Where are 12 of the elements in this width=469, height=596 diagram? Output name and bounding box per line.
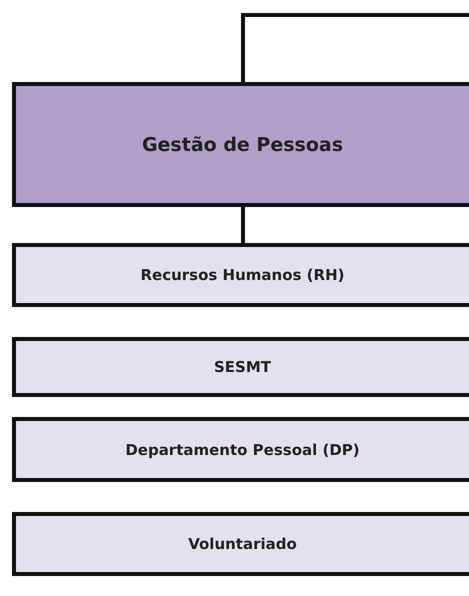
department-box [12, 512, 469, 576]
box-label: Voluntariado [188, 535, 297, 553]
connector-line [241, 207, 245, 243]
department-box [12, 417, 469, 482]
box-label: Recursos Humanos (RH) [140, 266, 344, 284]
box-label: SESMT [214, 358, 271, 376]
box-label: Gestão de Pessoas [142, 134, 344, 156]
department-box [12, 243, 469, 307]
department-box [12, 337, 469, 397]
connector-line [241, 13, 469, 82]
box-label: Departamento Pessoal (DP) [125, 440, 360, 458]
header-box [12, 82, 469, 207]
